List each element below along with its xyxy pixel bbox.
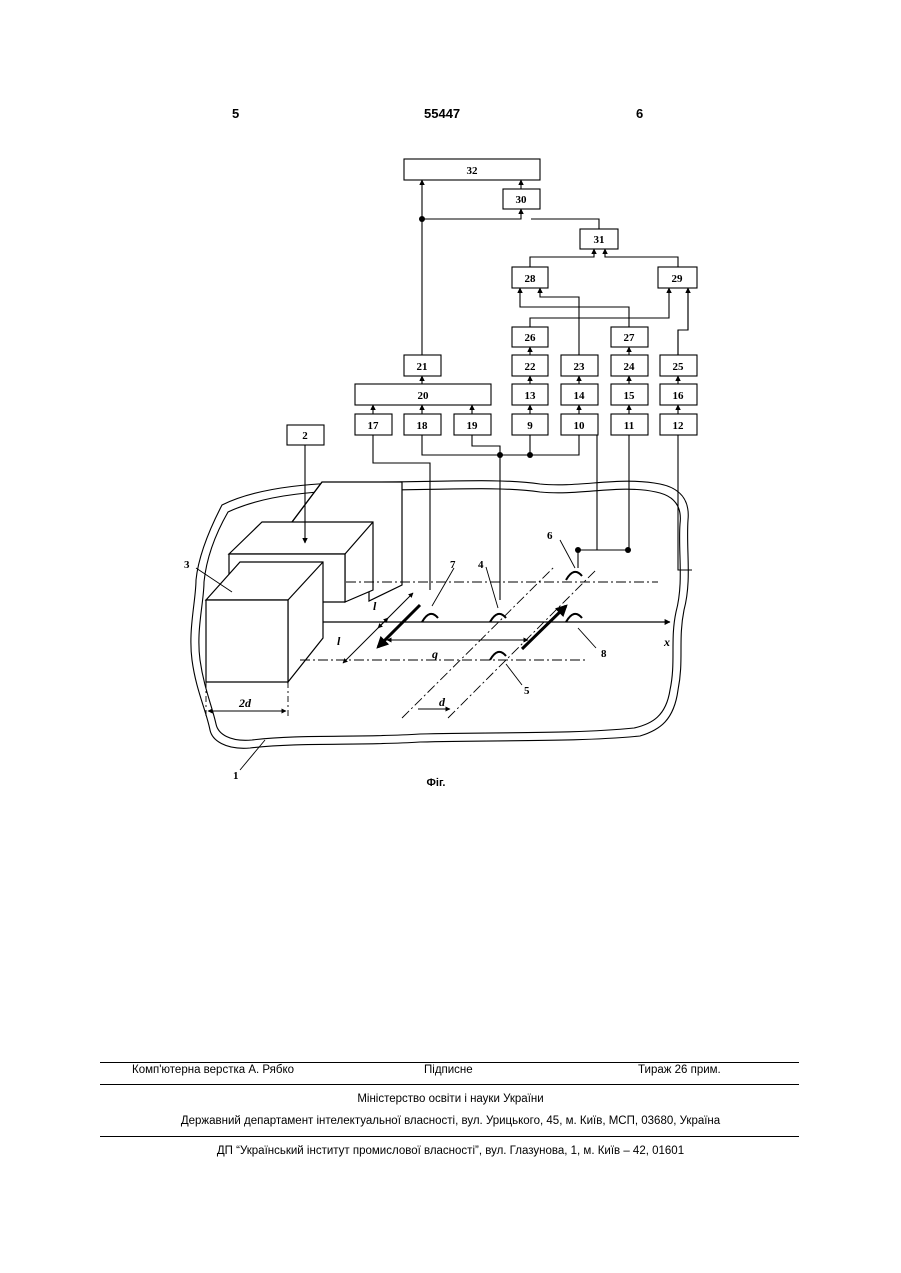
block-26-label: 26 (525, 332, 537, 344)
part-label-5: 5 (524, 685, 530, 697)
footer-rule-top (100, 1062, 799, 1063)
footer-signed: Підписне (424, 1064, 473, 1076)
footer-circulation: Тираж 26 прим. (638, 1064, 721, 1076)
block-30-label: 30 (516, 194, 528, 206)
part-label-6: 6 (547, 530, 553, 542)
block-24-label: 24 (624, 361, 636, 373)
footer-rule-bottom (100, 1136, 799, 1137)
block-9-label: 9 (527, 420, 533, 432)
block-21-label: 21 (417, 361, 428, 373)
sensor-5 (490, 652, 506, 660)
footer-institute: ДП “Український інститут промислової вла… (0, 1145, 901, 1157)
block-23-label: 23 (574, 361, 586, 373)
sensor-8 (566, 614, 582, 622)
part-label-3: 3 (184, 559, 190, 571)
footer-department: Державний департамент інтелектуальної вл… (0, 1115, 901, 1127)
dim-l-lower: l (337, 634, 341, 648)
block-10-label: 10 (574, 420, 586, 432)
part-label-1: 1 (233, 770, 239, 782)
block-27-label: 27 (624, 332, 636, 344)
dim-d: d (439, 695, 446, 709)
block-15-label: 15 (624, 390, 636, 402)
block-12-label: 12 (673, 420, 685, 432)
dim-x: x (663, 635, 670, 649)
sensor-7 (422, 614, 438, 622)
figure-caption: Фіг. (427, 777, 446, 789)
part-label-7: 7 (450, 559, 456, 571)
sensor-6 (566, 572, 582, 580)
block-29-label: 29 (672, 273, 684, 285)
block-17-label: 17 (368, 420, 380, 432)
dim-2d: 2d (238, 696, 252, 710)
block-20-label: 20 (418, 390, 430, 402)
footer-layout-credit: Комп'ютерна верстка А. Рябко (132, 1064, 294, 1076)
footer-rule-mid (100, 1084, 799, 1085)
footer-ministry: Міністерство освіти і науки України (0, 1093, 901, 1105)
part-label-4: 4 (478, 559, 484, 571)
patent-figure: 32 30 31 28 29 26 27 21 22 23 24 25 20 1… (0, 0, 901, 800)
dim-l-upper: l (373, 599, 377, 613)
block-14-label: 14 (574, 390, 586, 402)
block-16-label: 16 (673, 390, 685, 402)
part-label-8: 8 (601, 648, 607, 660)
block-32-label: 32 (467, 165, 479, 177)
block-28-label: 28 (525, 273, 537, 285)
block-18-label: 18 (417, 420, 429, 432)
block-13-label: 13 (525, 390, 537, 402)
block-19-label: 19 (467, 420, 479, 432)
block-11-label: 11 (624, 420, 634, 432)
block-22-label: 22 (525, 361, 537, 373)
block-25-label: 25 (673, 361, 685, 373)
sensor-4 (490, 614, 506, 622)
block-31-label: 31 (594, 234, 605, 246)
dim-q: q (432, 647, 438, 661)
block-2-label: 2 (302, 430, 308, 442)
